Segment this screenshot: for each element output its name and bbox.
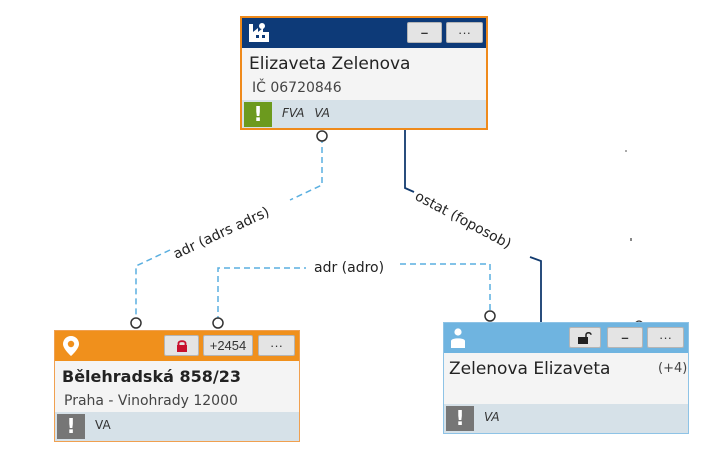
person-card-header: – ···: [444, 323, 688, 353]
more-button[interactable]: ···: [446, 22, 483, 43]
stray-mark: [625, 150, 627, 152]
link-address-person[interactable]: [217, 263, 491, 322]
person-icon: [451, 328, 465, 348]
person-card-footer: ! VA: [444, 404, 688, 433]
company-card-footer: ! FVA VA: [242, 100, 486, 128]
connector-company-bottom[interactable]: [316, 130, 328, 142]
address-tags: VA: [95, 418, 111, 432]
link-label-company-person[interactable]: ostat (foposob): [412, 188, 514, 252]
padlock-open-icon: [578, 331, 592, 344]
warning-icon[interactable]: !: [57, 414, 85, 439]
warning-icon[interactable]: !: [446, 406, 474, 431]
link-label-company-address[interactable]: adr (adrs adrs): [171, 204, 272, 262]
connector-address-right[interactable]: [212, 317, 224, 329]
company-tags: FVA VA: [282, 106, 330, 120]
person-card[interactable]: – ··· Zelenova Elizaveta (+4) ! VA: [443, 322, 689, 434]
lock-button[interactable]: [164, 335, 199, 356]
link-label-address-person[interactable]: adr (adro): [314, 260, 384, 276]
factory-icon: [249, 23, 269, 42]
person-name: Zelenova Elizaveta: [449, 359, 611, 379]
connector-address-left[interactable]: [130, 317, 142, 329]
related-count-button[interactable]: +2454: [203, 335, 253, 356]
company-name: Elizaveta Zelenova: [249, 54, 411, 74]
minimize-button[interactable]: –: [607, 327, 643, 348]
warning-icon[interactable]: !: [244, 102, 272, 127]
address-card-header: +2454 ···: [55, 331, 299, 361]
more-button[interactable]: ···: [647, 327, 684, 348]
address-street: Bělehradská 858/23: [62, 367, 241, 386]
company-card[interactable]: – ··· Elizaveta Zelenova IČ 06720846 ! F…: [240, 16, 488, 130]
lock-button[interactable]: [569, 327, 601, 348]
address-card[interactable]: +2454 ··· Bělehradská 858/23 Praha - Vin…: [54, 330, 300, 442]
link-company-person[interactable]: [404, 130, 542, 322]
connector-person-top[interactable]: [484, 310, 496, 322]
person-tags: VA: [484, 410, 500, 424]
company-card-header: – ···: [242, 18, 486, 48]
padlock-closed-icon: [176, 340, 187, 352]
minimize-button[interactable]: –: [407, 22, 442, 43]
stray-mark: [630, 238, 632, 241]
address-city: Praha - Vinohrady 12000: [64, 393, 238, 409]
company-id: IČ 06720846: [252, 80, 342, 96]
person-extra-count[interactable]: (+4): [658, 361, 688, 376]
address-card-footer: ! VA: [55, 412, 299, 441]
location-pin-icon: [63, 336, 79, 356]
link-company-address[interactable]: [135, 137, 323, 322]
more-button[interactable]: ···: [258, 335, 295, 356]
